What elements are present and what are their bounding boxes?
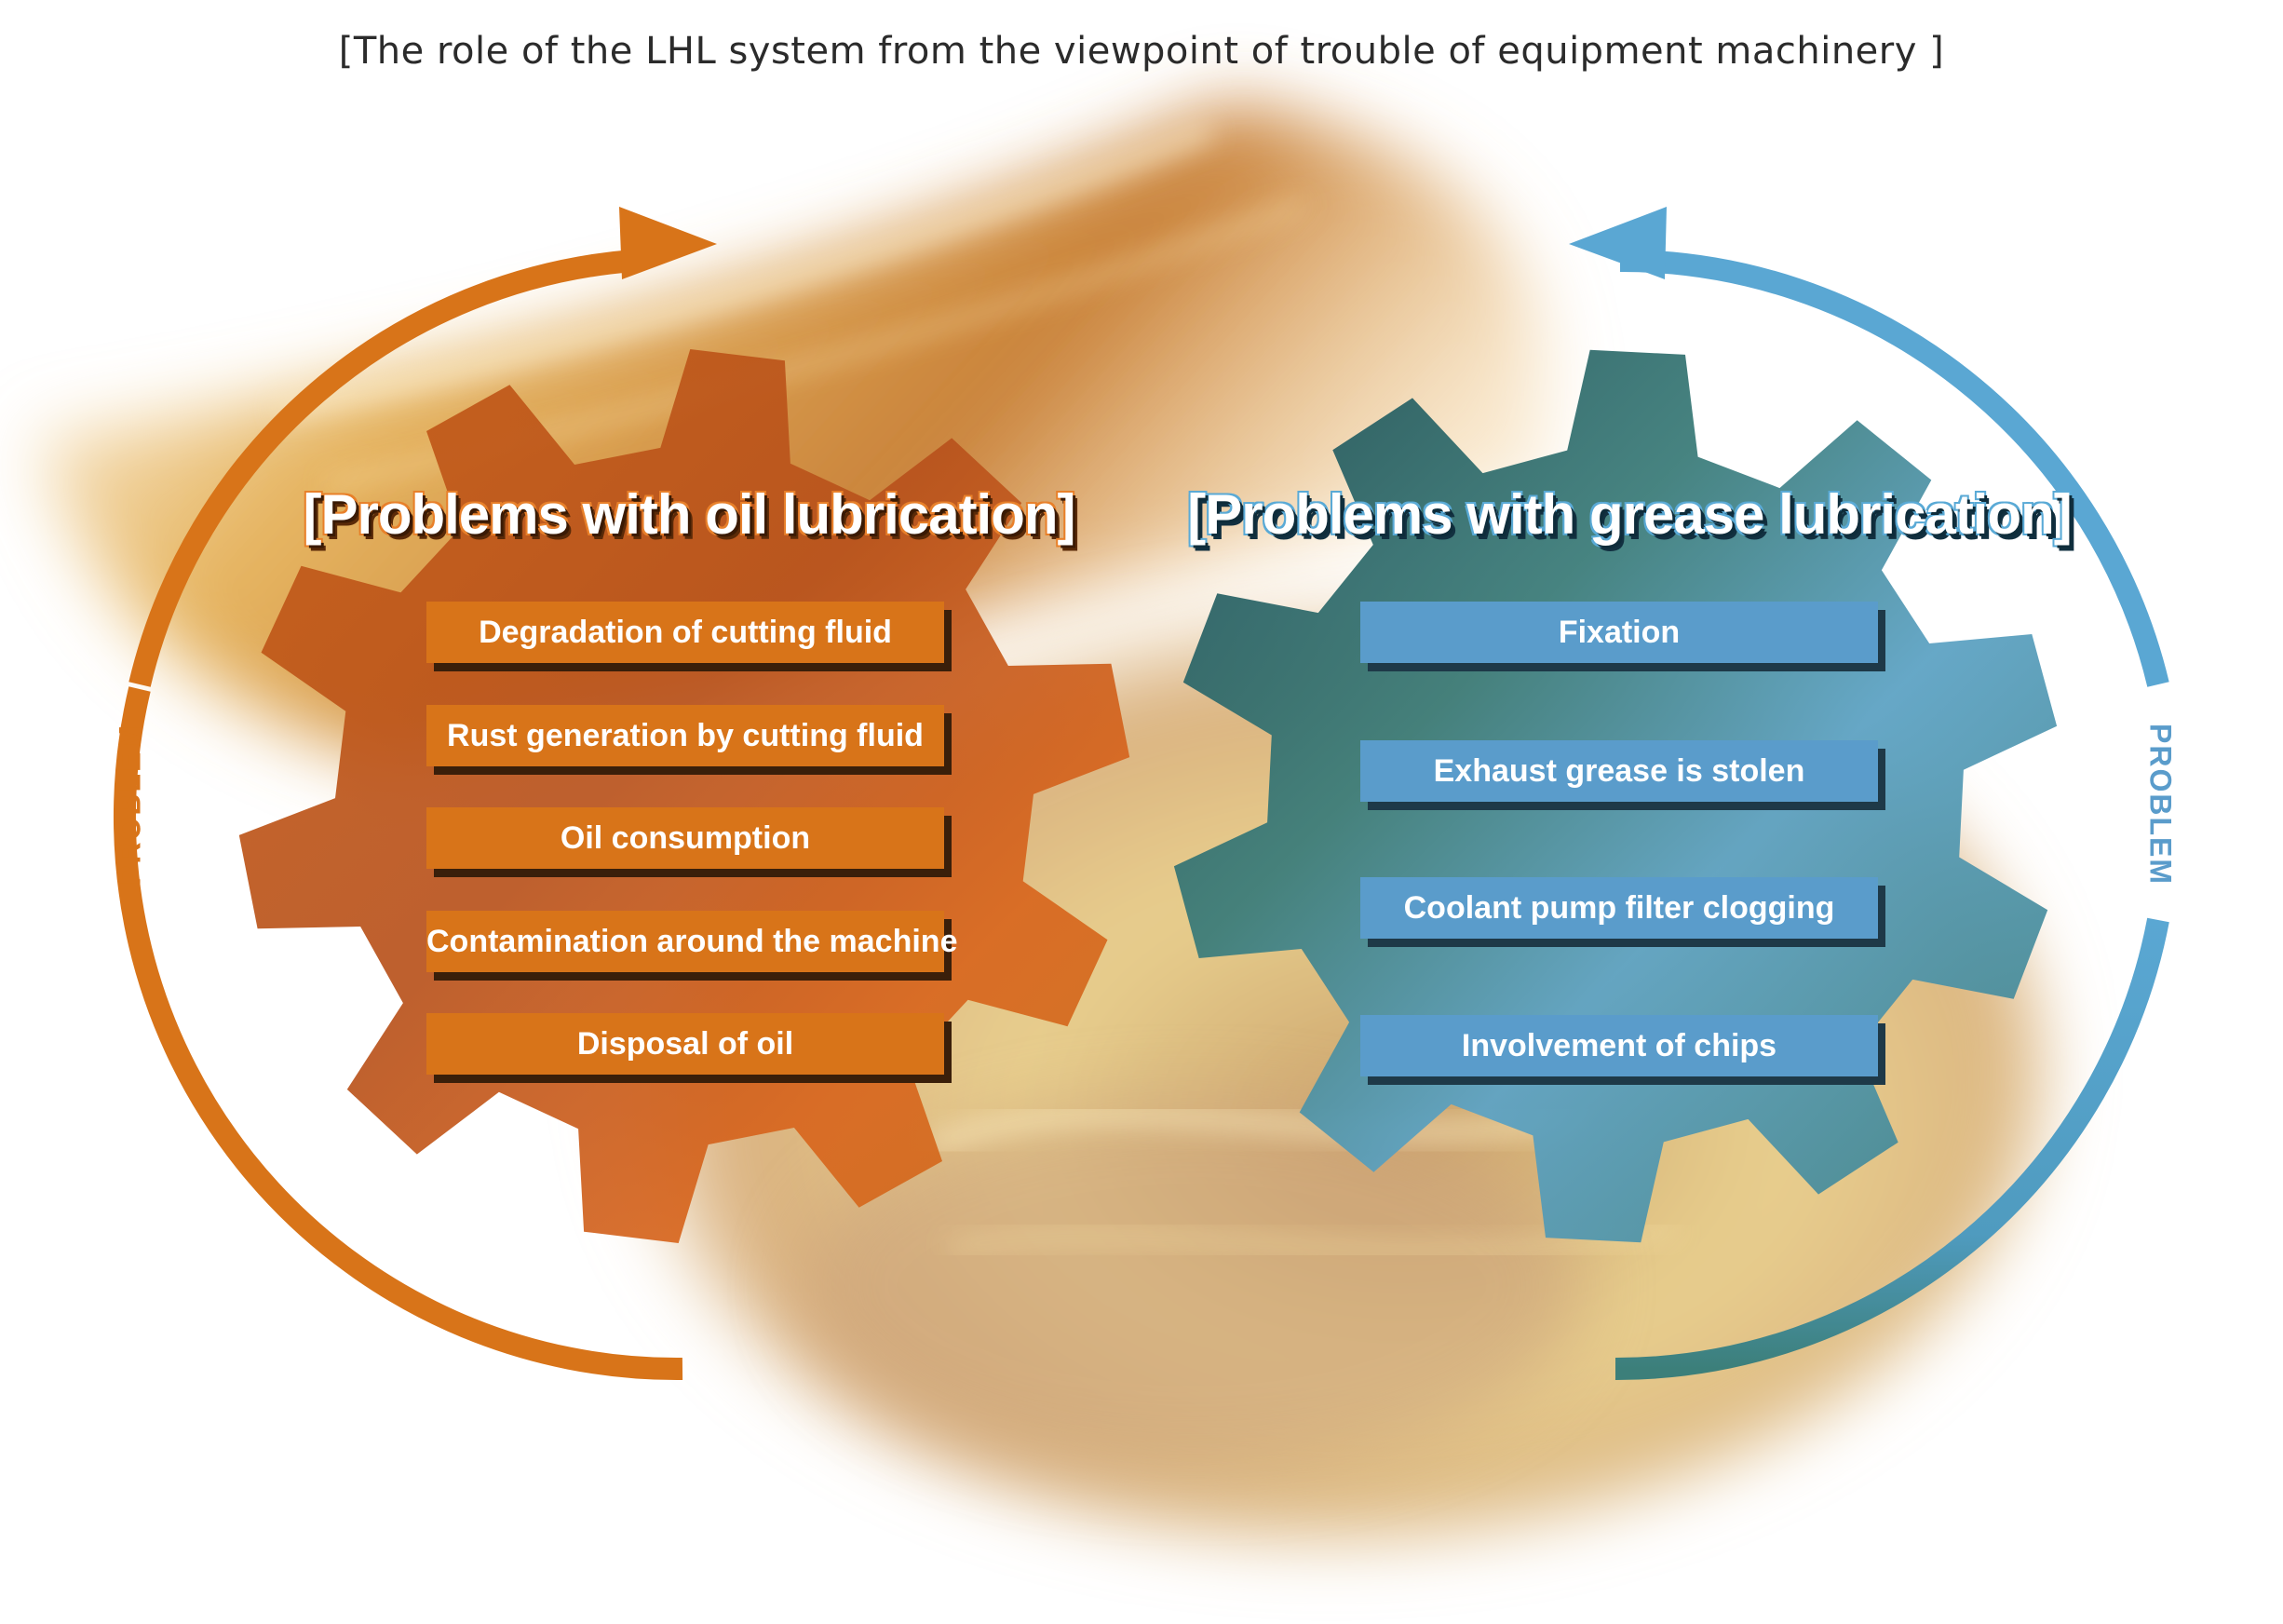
oil-side-problem-label: PROBLEM <box>113 724 147 886</box>
grease-problem-item: Exhaust grease is stolen <box>1360 740 1878 802</box>
oil-problem-item: Rust generation by cutting fluid <box>426 705 944 766</box>
oil-cycle-arrow-icon <box>113 207 717 1381</box>
grease-problem-item: Involvement of chips <box>1360 1015 1878 1076</box>
grease-side-problem-label: PROBLEM <box>2143 724 2178 886</box>
grease-panel-heading: [Problems with grease lubrication] <box>1187 483 2073 546</box>
oil-problem-item: Disposal of oil <box>426 1013 944 1075</box>
oil-problem-item: Contamination around the machine <box>426 911 957 972</box>
grease-problem-item: Fixation <box>1360 602 1878 663</box>
oil-panel-heading: [Problems with oil lubrication] <box>303 483 1075 546</box>
oil-problem-item: Oil consumption <box>426 807 944 869</box>
grease-cycle-arrow-icon <box>1569 207 2169 1381</box>
oil-problem-item: Degradation of cutting fluid <box>426 602 944 663</box>
grease-problem-item: Coolant pump filter clogging <box>1360 877 1878 939</box>
page-title: [The role of the LHL system from the vie… <box>338 30 1945 73</box>
